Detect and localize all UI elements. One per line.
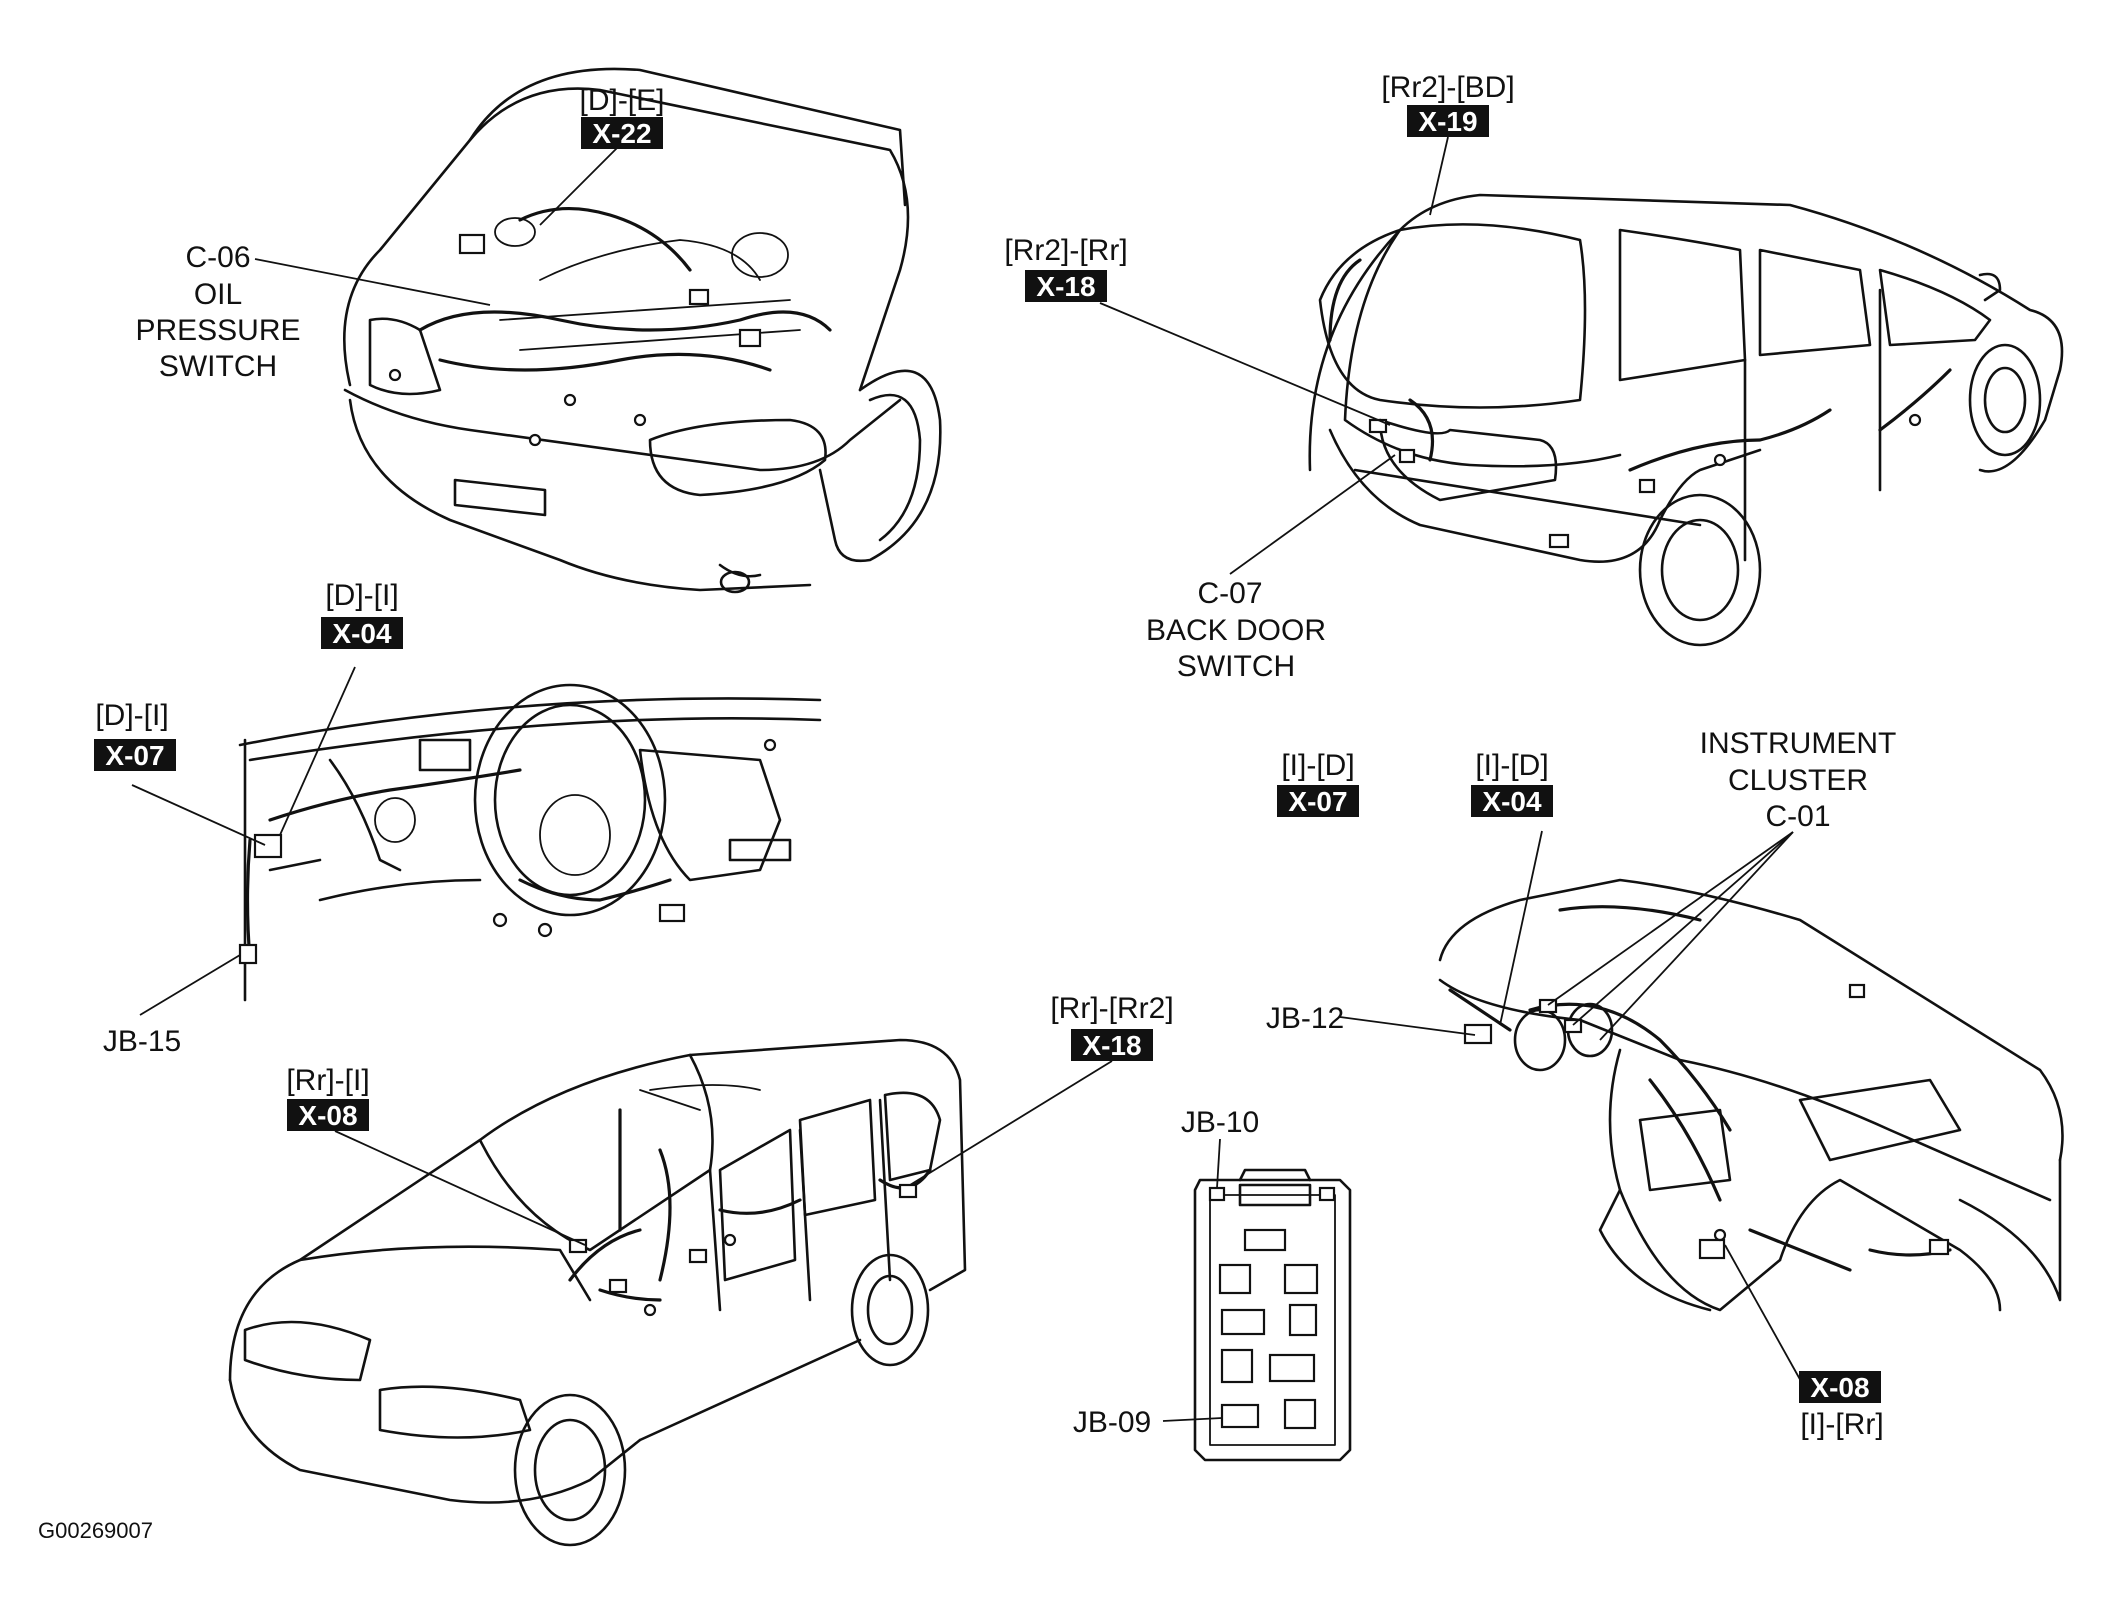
tag-x18-top: X-18 — [1036, 271, 1095, 302]
tag-box-x08-right — [1799, 1371, 1881, 1403]
tag-box-x22 — [581, 117, 663, 149]
label-d-i-top: [D]-[I] — [325, 579, 398, 612]
label-rr-i: [Rr]-[I] — [286, 1064, 369, 1097]
tag-x22: X-22 — [592, 118, 651, 149]
leader-lines — [131, 136, 1803, 1422]
label-c07-id: C-07 — [1197, 577, 1262, 610]
label-rr2-bd: [Rr2]-[BD] — [1381, 71, 1514, 104]
label-i-d-1: [I]-[D] — [1281, 749, 1354, 782]
label-c06-id: C-06 — [185, 241, 250, 274]
tag-x19: X-19 — [1418, 106, 1477, 137]
label-jb15: JB-15 — [103, 1025, 181, 1058]
tag-x08-left: X-08 — [298, 1100, 357, 1131]
tag-box-x04-left — [321, 617, 403, 649]
label-i-d-2: [I]-[D] — [1475, 749, 1548, 782]
label-c07-line2: BACK DOOR — [1146, 614, 1326, 647]
figure-id: G00269007 — [38, 1518, 153, 1543]
label-c06-line3: PRESSURE — [135, 314, 300, 347]
minivan-rear-illustration — [1308, 193, 2064, 647]
label-c06-line4: SWITCH — [159, 350, 277, 383]
junction-box-illustration — [1193, 1168, 1352, 1462]
label-jb10: JB-10 — [1181, 1106, 1259, 1139]
tag-box-x19 — [1407, 105, 1489, 137]
tag-x04-right: X-04 — [1482, 786, 1542, 817]
tag-box-x07-left — [94, 739, 176, 771]
label-d-i-left: [D]-[I] — [95, 699, 168, 732]
tag-x04-left: X-04 — [332, 618, 392, 649]
label-c01-id: C-01 — [1765, 800, 1830, 833]
label-rr2-rr: [Rr2]-[Rr] — [1004, 234, 1127, 267]
label-d-e: [D]-[E] — [579, 84, 664, 117]
label-jb09: JB-09 — [1073, 1406, 1151, 1439]
connector-labels: [D]-[E] X-22 C-06 OIL PRESSURE SWITCH [R… — [38, 71, 1896, 1543]
label-c07-line3: SWITCH — [1177, 650, 1295, 683]
label-jb12: JB-12 — [1266, 1002, 1344, 1035]
instrument-panel-illustration — [1438, 878, 2064, 1312]
minivan-front-illustration — [228, 1038, 967, 1547]
engine-bay-illustration — [343, 67, 942, 594]
tag-box-x08-left — [287, 1099, 369, 1131]
tag-x18-bottom: X-18 — [1082, 1030, 1141, 1061]
label-c06-line2: OIL — [194, 278, 242, 311]
label-i-rr: [I]-[Rr] — [1800, 1408, 1883, 1441]
tag-box-x18-bottom — [1071, 1029, 1153, 1061]
tag-x08-right: X-08 — [1810, 1372, 1869, 1403]
tag-x07-right: X-07 — [1288, 786, 1347, 817]
label-c01-line1: INSTRUMENT — [1700, 727, 1897, 760]
tag-box-x07-right — [1277, 785, 1359, 817]
tag-x07-left: X-07 — [105, 740, 164, 771]
driver-dash-illustration — [238, 683, 822, 1002]
tag-box-x04-right — [1471, 785, 1553, 817]
label-c01-line2: CLUSTER — [1728, 764, 1868, 797]
tag-box-x18-top — [1025, 270, 1107, 302]
label-rr-rr2: [Rr]-[Rr2] — [1050, 992, 1173, 1025]
